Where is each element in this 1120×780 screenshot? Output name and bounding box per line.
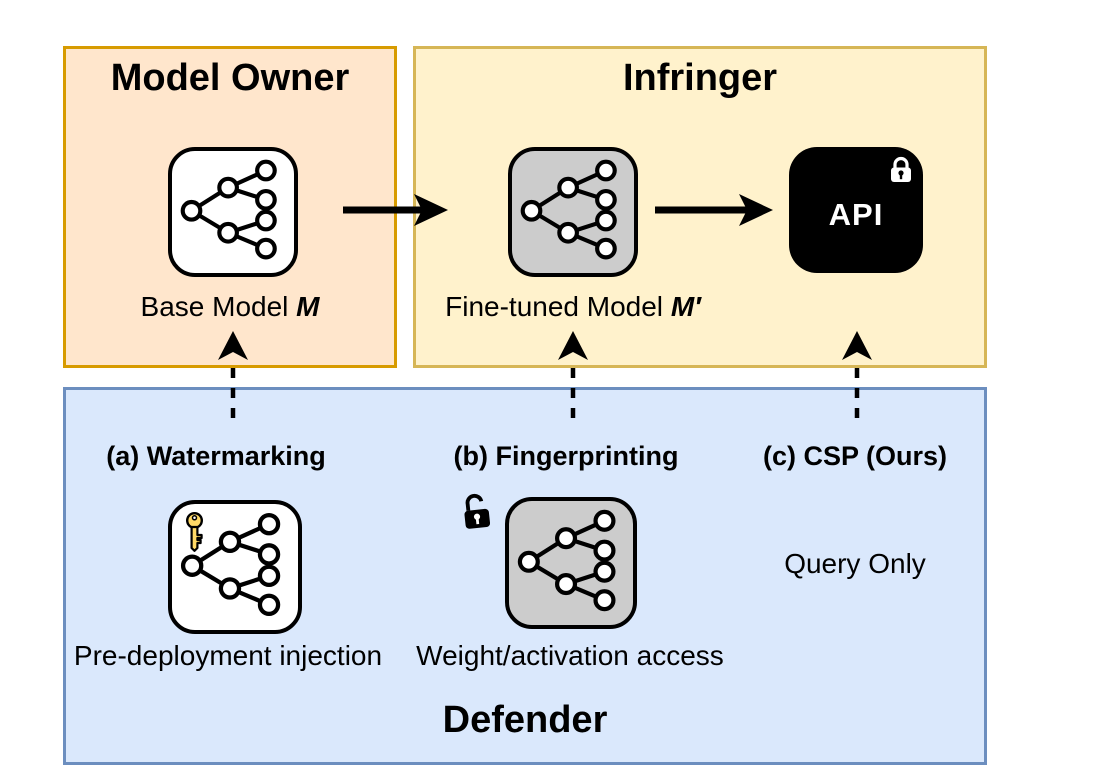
key-icon <box>186 512 203 552</box>
infringer-title: Infringer <box>622 57 778 99</box>
base-model-label: Base Model M <box>63 291 397 323</box>
base-model-label-text: Base Model <box>140 291 297 322</box>
network-graph <box>520 159 617 260</box>
fingerprinting-heading: (b) Fingerprinting <box>453 441 679 471</box>
neural-network-icon <box>508 147 638 277</box>
base-model-symbol: M <box>296 291 320 322</box>
model-owner-title: Model Owner <box>110 57 350 99</box>
watermarking-caption: Pre-deployment injection <box>73 640 383 671</box>
api-label: API <box>828 197 884 232</box>
finetuned-model-label-text: Fine-tuned Model <box>445 291 671 322</box>
finetuned-model-symbol: M′ <box>670 291 701 322</box>
defender-title: Defender <box>442 699 608 741</box>
csp-heading: (c) CSP (Ours) <box>762 441 948 471</box>
finetuned-model-label: Fine-tuned Model M′ <box>413 291 733 323</box>
network-graph <box>180 512 281 617</box>
network-graph <box>180 159 277 260</box>
neural-network-icon <box>505 497 637 629</box>
network-graph <box>517 509 616 612</box>
fingerprinting-caption: Weight/activation access <box>416 640 724 671</box>
csp-caption: Query Only <box>784 548 926 579</box>
lock-open-icon <box>464 493 491 529</box>
neural-network-icon <box>168 147 298 277</box>
lock-closed-icon <box>891 156 911 182</box>
api-box: API <box>789 147 923 273</box>
watermarking-heading: (a) Watermarking <box>106 441 326 471</box>
neural-network-icon <box>168 500 302 634</box>
